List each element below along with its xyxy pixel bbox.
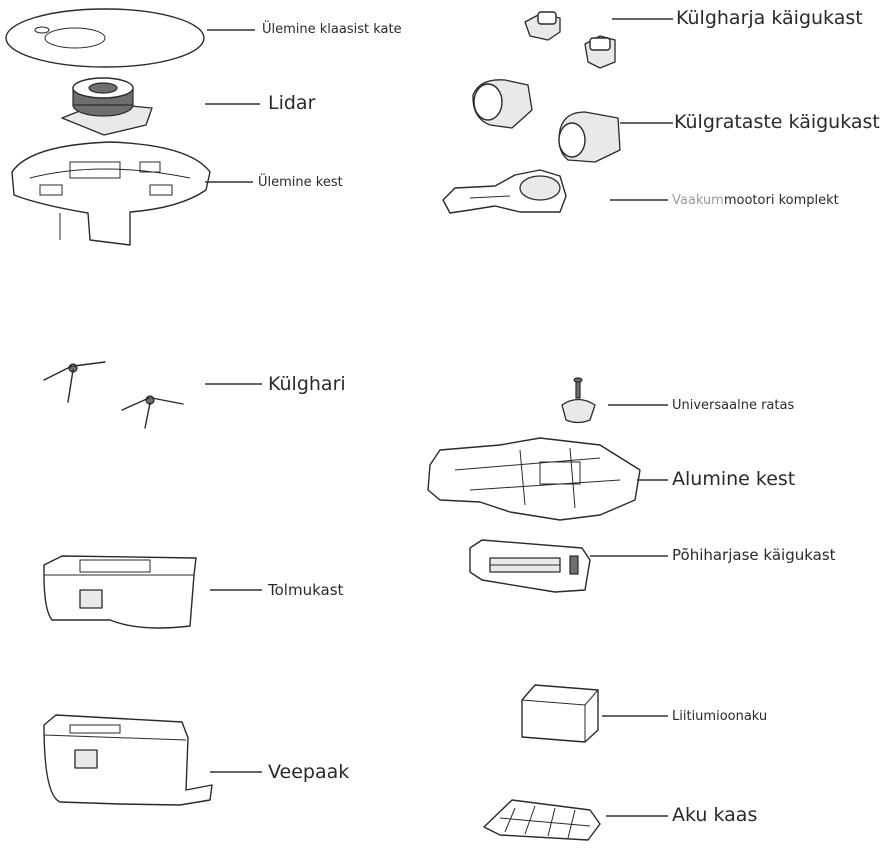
- battery-illustration: [522, 685, 598, 742]
- battery-cover-illustration: [484, 800, 600, 840]
- label-side-wheel-gearbox: Külgrataste käigukast: [674, 113, 880, 132]
- label-universal-wheel: Universaalne ratas: [672, 399, 794, 412]
- label-battery-cover: Aku kaas: [672, 806, 757, 825]
- label-main-brush-gearbox: Põhiharjase käigukast: [672, 548, 836, 563]
- label-side-brush: Külghari: [268, 375, 346, 394]
- bottom-shell-illustration: [428, 438, 640, 520]
- universal-wheel-illustration: [562, 378, 595, 423]
- label-top-shell: Ülemine kest: [258, 176, 343, 189]
- label-battery: Liitiumioonaku: [672, 710, 767, 723]
- dustbin-illustration: [44, 556, 196, 628]
- label-water-tank: Veepaak: [268, 763, 349, 782]
- water-tank-illustration: [44, 715, 212, 805]
- label-vacuum-motor-prefix: Vaakum: [672, 193, 724, 208]
- label-side-brush-gearbox: Külgharja käigukast: [676, 9, 863, 28]
- vacuum-motor-illustration: [443, 170, 566, 213]
- top-glass-cover-illustration: [6, 9, 204, 67]
- label-lidar: Lidar: [268, 94, 315, 113]
- label-dustbin: Tolmukast: [268, 583, 343, 598]
- side-brush-gearbox-illustration: [525, 12, 615, 68]
- side-wheel-gearbox-illustration: [473, 80, 620, 162]
- label-top-glass-cover: Ülemine klaasist kate: [262, 23, 402, 36]
- lidar-illustration: [62, 78, 152, 135]
- label-bottom-shell: Alumine kest: [672, 470, 795, 489]
- side-brush-illustration: [44, 362, 183, 428]
- main-brush-gearbox-illustration: [470, 540, 590, 592]
- label-main-brush-gearbox-suffix: käigukast: [759, 546, 836, 564]
- top-shell-illustration: [12, 142, 210, 245]
- label-vacuum-motor: Vaakummootori komplekt: [672, 194, 839, 207]
- label-main-brush-gearbox-prefix: Põhiharjase: [672, 546, 759, 564]
- label-vacuum-motor-suffix: mootori komplekt: [724, 193, 839, 208]
